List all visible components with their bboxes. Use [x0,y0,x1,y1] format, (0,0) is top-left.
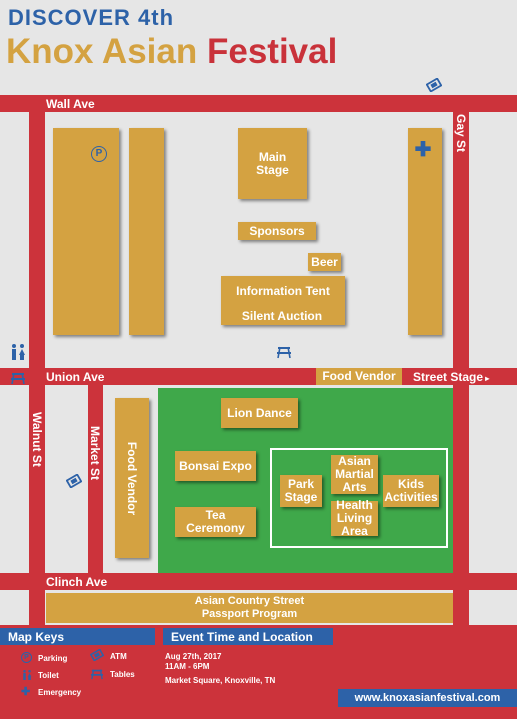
key-emergency-icon: ✚ [21,686,31,698]
website-link[interactable]: www.knoxasianfestival.com [338,689,517,707]
street-stage-text: Street Stage [413,370,484,384]
bonsai-expo: Bonsai Expo [175,451,256,481]
event-info-title: Event Time and Location [171,629,313,644]
beer: Beer [308,253,341,271]
title-line-1: DISCOVER 4th [8,5,175,30]
map-keys-header: Map Keys [0,628,155,645]
market-st-label: Market St [88,426,102,481]
arrow-right-icon: ▸ [483,374,490,383]
clinch-ave-road [0,573,517,590]
gay-st-road [453,95,469,625]
parking-lot-2 [129,128,164,335]
wall-ave-road [0,95,517,112]
map-keys-title: Map Keys [8,629,65,644]
kids-activities: Kids Activities [383,475,439,507]
clinch-ave-label: Clinch Ave [46,575,108,589]
atm-icon-park [66,474,82,488]
key-toilet-label: Toilet [38,671,59,680]
parking-icon: P [91,146,107,162]
key-parking-label: Parking [38,654,68,663]
key-tables-label: Tables [110,670,135,679]
event-time: 11AM - 6PM [165,662,210,671]
street-stage-label: Street Stage ▸ [413,370,489,384]
atm-icon [426,78,442,92]
food-vendor-top: Food Vendor [316,368,402,385]
market-st-road [88,385,103,573]
key-atm-icon [90,649,104,661]
parking-lot-1 [53,128,119,335]
asian-martial-arts: Asian Martial Arts [331,455,378,494]
festival-zone-outline [270,448,448,548]
main-stage: Main Stage [238,128,307,199]
key-atm-label: ATM [110,652,127,661]
key-parking-icon: P [21,652,32,663]
park-stage: Park Stage [280,475,322,507]
right-building [408,128,442,335]
gay-st-label: Gay St [454,113,468,152]
food-vendor-side: Food Vendor [115,398,149,558]
tables-icon-walnut [11,372,25,385]
key-tables-icon [91,669,103,680]
food-vendor-side-label: Food Vendor [125,441,140,515]
title-festival: Festival [206,32,338,71]
event-info-header: Event Time and Location [163,628,333,645]
festival-title: Knox Asian Festival [6,32,337,72]
health-living-area: Health Living Area [331,499,378,538]
key-emergency-label: Emergency [38,688,82,697]
passport-program: Asian Country Street Passport Program [46,593,453,623]
sponsors: Sponsors [238,222,316,240]
walnut-st-road [29,95,45,625]
website-url[interactable]: www.knoxasianfestival.com [354,692,501,704]
key-toilet-icon [23,670,32,680]
event-date: Aug 27th, 2017 [165,652,222,661]
tea-ceremony: Tea Ceremony [175,507,256,537]
silent-auction: Silent Auction [232,308,332,325]
walnut-st-label: Walnut St [30,412,44,467]
event-location: Market Square, Knoxville, TN [165,676,276,685]
title-knox-asian: Knox Asian [6,32,198,71]
information-tent-label: Information Tent [236,284,330,298]
wall-ave-label: Wall Ave [46,97,95,111]
lion-dance: Lion Dance [221,398,298,428]
union-ave-label: Union Ave [46,370,105,384]
emergency-icon: ✚ [414,139,432,161]
tables-icon [277,346,291,359]
toilet-icon [12,344,25,360]
